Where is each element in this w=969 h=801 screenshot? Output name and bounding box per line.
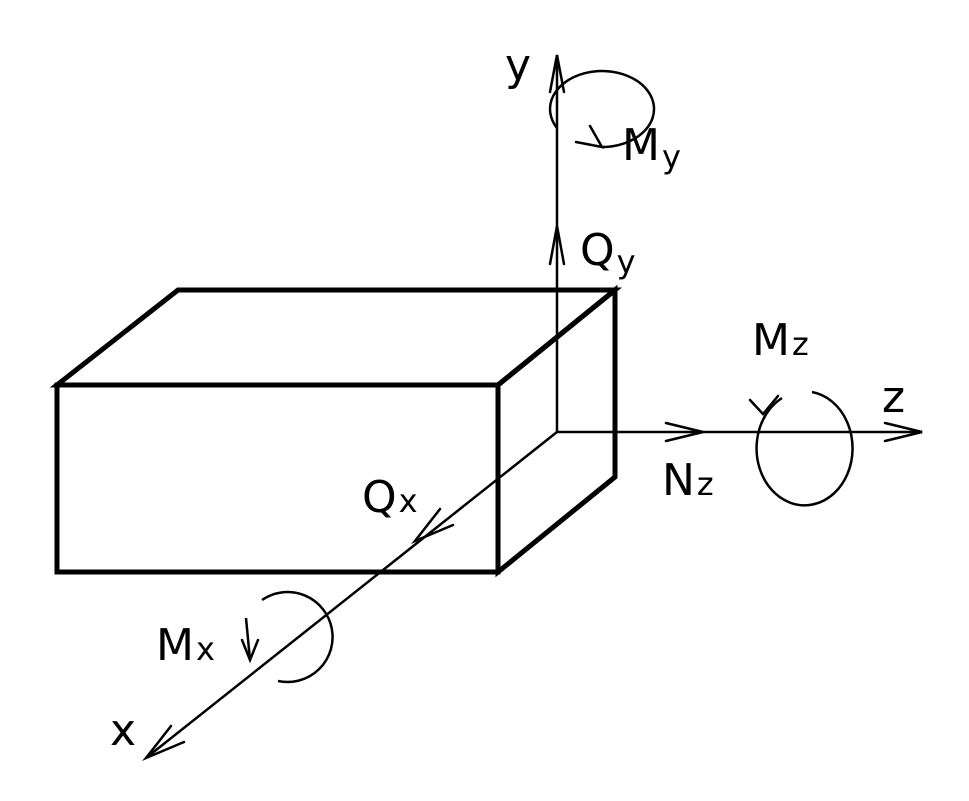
x-axis-label: x [110,705,136,756]
box-right-face [495,284,618,578]
moment-mx [240,590,334,684]
nz-arrowhead [664,421,704,443]
box-front-face [54,382,501,575]
qx-label-sub: x [399,482,418,520]
my-moment-arc [548,69,656,149]
mx-moment-tail [244,617,252,661]
mx-label: Mx [156,620,215,671]
x-axis-line [145,431,558,759]
y-axis-label: y [505,40,531,91]
z-axis-arrowhead [883,421,923,443]
nz-label-sub: z [697,465,714,503]
box-top-face [49,287,623,388]
x-axis-arrowhead [142,724,186,762]
mx-label-base: M [156,620,194,671]
nz-label-base: N [662,455,695,506]
my-label-sub: y [662,138,681,176]
my-moment-arrowhead [574,124,605,149]
qy-label-base: Q [580,225,615,276]
x-axis [142,431,558,762]
qy-label-sub: y [617,243,636,281]
mx-moment-arc [261,590,334,684]
mz-label: Mz [752,315,809,366]
qy-label: Qy [580,225,636,281]
nz-label: Nz [662,455,714,506]
mz-moment-arrowhead [748,394,780,416]
mz-label-sub: z [792,325,809,363]
moment-mz [748,390,854,507]
z-axis [557,421,923,443]
beam-box [49,284,623,578]
qx-label-base: Q [362,472,397,523]
qy-arrowhead [548,225,566,266]
mx-label-sub: x [196,630,215,668]
z-axis-label: z [882,372,905,423]
y-axis-arrowhead [548,54,566,94]
mz-label-base: M [752,315,790,366]
qx-arrowhead [411,507,455,545]
my-label-base: M [622,120,660,171]
mz-moment-arc [755,390,854,507]
qx-label: Qx [362,472,418,523]
moment-my [548,69,656,149]
my-label: My [622,120,681,176]
y-axis [548,54,566,432]
